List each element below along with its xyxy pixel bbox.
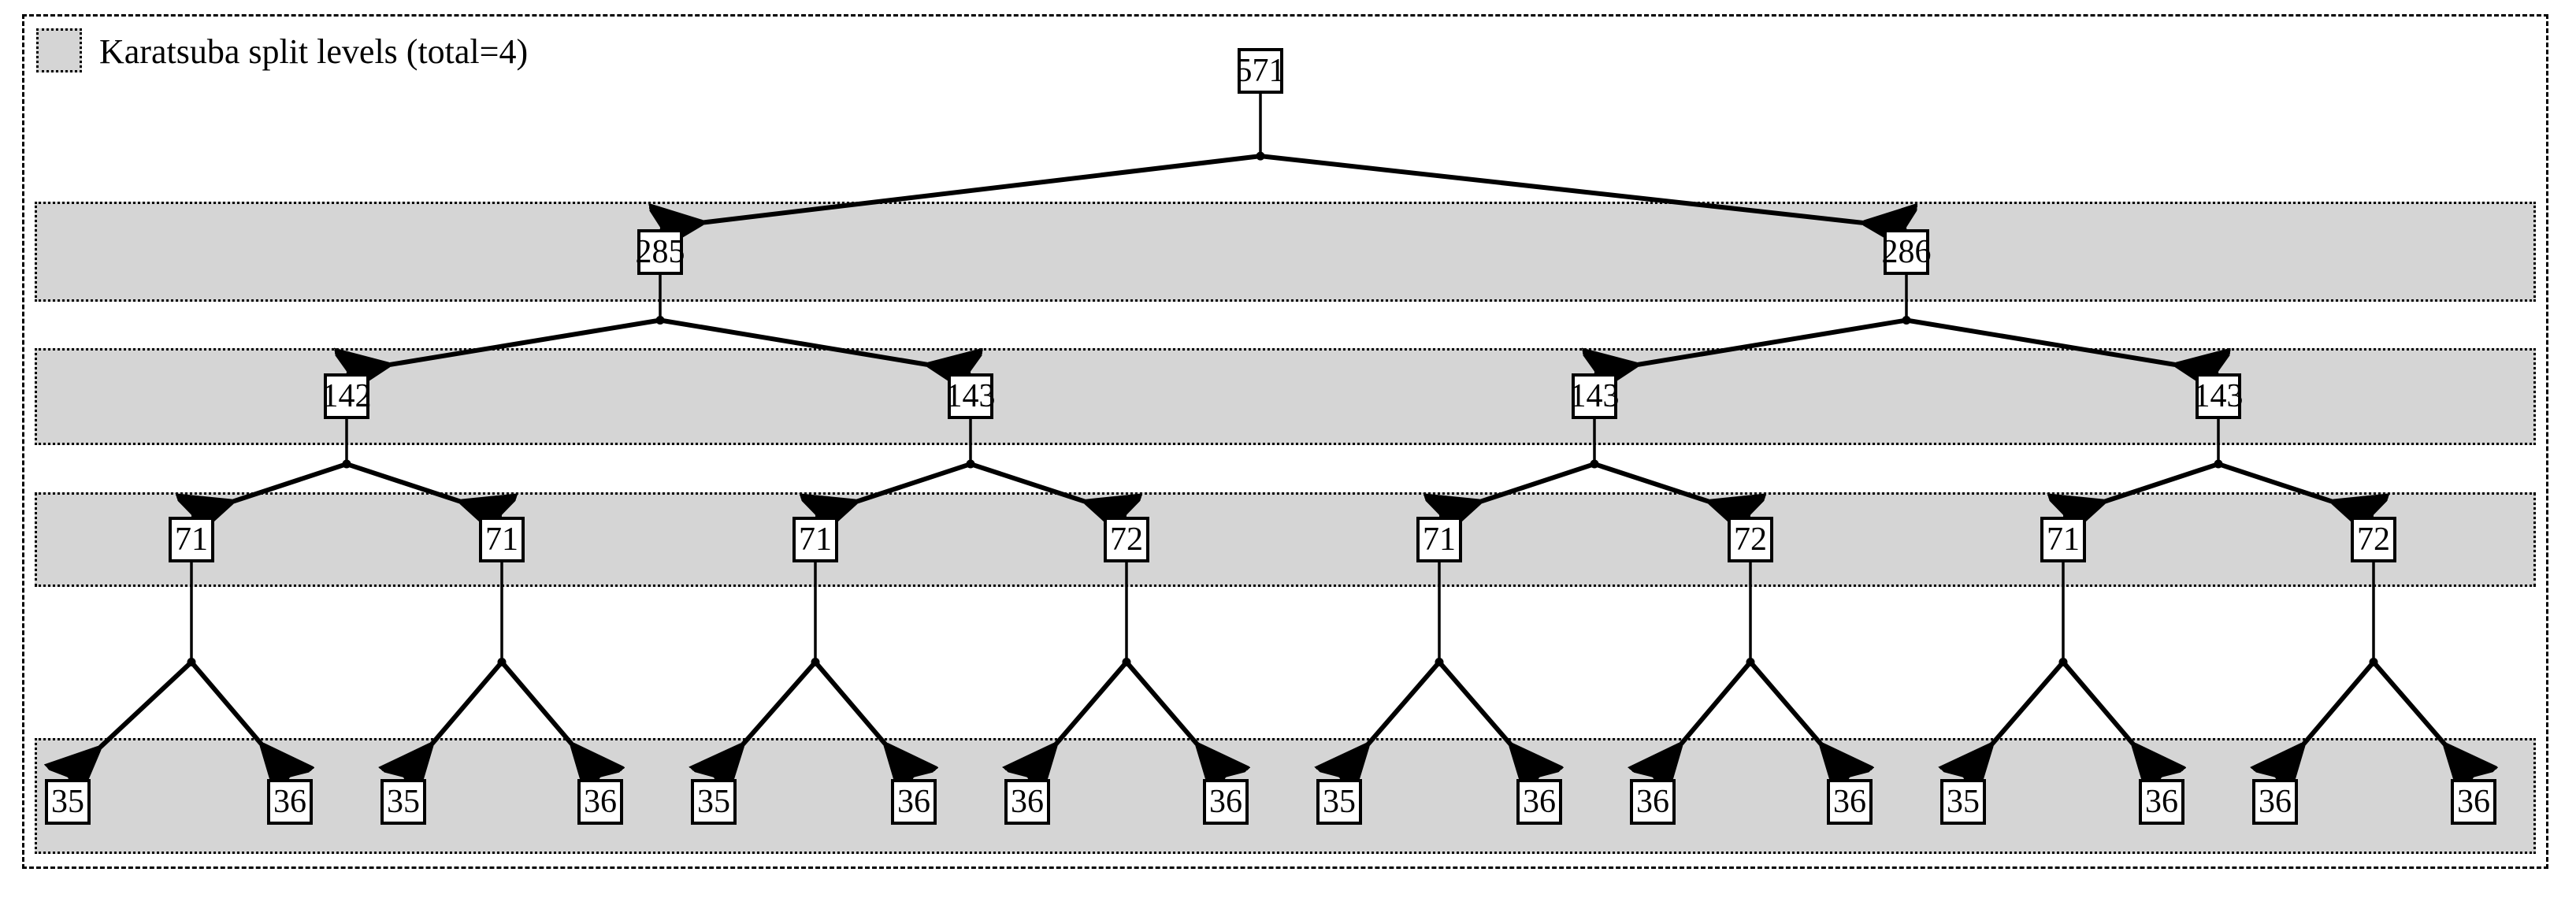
edge-root-branch-0 — [660, 154, 1261, 228]
tree-node-l4-11: 36 — [1827, 779, 1873, 825]
edge-l3-7-branch-1 — [2371, 660, 2474, 778]
edge-l3-3-branch-0 — [1027, 660, 1129, 778]
tree-node-l3-5: 72 — [1728, 517, 1773, 562]
edge-l3-4-branch-1 — [1437, 660, 1539, 778]
tree-node-l4-1: 36 — [267, 779, 313, 825]
tree-node-l2-2: 143 — [1570, 373, 1620, 419]
tree-node-l4-7: 36 — [1203, 779, 1249, 825]
tree-node-l2-1: 143 — [946, 373, 996, 419]
tree-node-l4-2: 35 — [380, 779, 426, 825]
diagram-outer-border — [22, 14, 2548, 869]
edge-l1-1-branch-1 — [1906, 317, 2218, 373]
edge-l1-1-branch-0 — [1594, 317, 1907, 373]
edge-l3-3-branch-1 — [1124, 660, 1226, 778]
tree-node-l4-5: 36 — [891, 779, 937, 825]
edge-l2-0-branch-1 — [346, 462, 502, 515]
tree-node-l3-6: 71 — [2040, 517, 2086, 562]
edge-l1-0-branch-0 — [347, 317, 661, 373]
edge-l2-1-branch-1 — [970, 462, 1127, 515]
tree-node-l4-0: 35 — [45, 779, 91, 825]
tree-node-l4-8: 35 — [1316, 779, 1362, 825]
legend-swatch-icon — [36, 28, 82, 72]
tree-node-l2-3: 143 — [2194, 373, 2244, 419]
edge-l3-6-branch-0 — [1963, 660, 2066, 778]
level-band-2 — [35, 348, 2536, 445]
edge-l2-3-branch-1 — [2218, 462, 2374, 515]
tree-node-l4-14: 36 — [2252, 779, 2298, 825]
tree-node-l3-2: 71 — [792, 517, 838, 562]
edge-l3-1-branch-1 — [499, 660, 600, 778]
edge-l3-2-branch-1 — [813, 660, 914, 778]
edge-l3-2-branch-0 — [714, 660, 818, 778]
tree-node-l2-0: 142 — [322, 373, 372, 419]
edge-l3-7-branch-0 — [2275, 660, 2376, 778]
tree-node-l4-3: 36 — [577, 779, 623, 825]
level-band-1 — [35, 202, 2536, 302]
edge-l3-4-branch-0 — [1339, 660, 1442, 778]
edge-l2-3-branch-0 — [2063, 462, 2219, 515]
tree-node-l1-0: 285 — [636, 229, 685, 275]
tree-node-l1-1: 286 — [1882, 229, 1932, 275]
edge-l2-2-branch-0 — [1439, 462, 1595, 515]
level-band-4 — [35, 738, 2536, 854]
edge-l3-1-branch-0 — [403, 660, 504, 778]
edge-l2-2-branch-1 — [1594, 462, 1750, 515]
tree-node-l3-0: 71 — [169, 517, 214, 562]
tree-node-l3-1: 71 — [479, 517, 525, 562]
edge-l1-0-branch-1 — [659, 317, 971, 373]
tree-node-root: 571 — [1236, 48, 1286, 94]
tree-node-l4-6: 36 — [1004, 779, 1050, 825]
edge-l2-1-branch-0 — [815, 462, 971, 515]
legend-label: Karatsuba split levels (total=4) — [99, 32, 529, 71]
edge-l3-0-branch-1 — [189, 660, 290, 778]
tree-node-l4-12: 35 — [1940, 779, 1986, 825]
edge-l3-6-branch-1 — [2061, 660, 2162, 778]
level-band-3 — [35, 492, 2536, 587]
edge-root-branch-1 — [1260, 154, 1906, 228]
tree-node-l4-13: 36 — [2139, 779, 2184, 825]
tree-node-l4-9: 36 — [1516, 779, 1562, 825]
tree-node-l4-4: 35 — [691, 779, 737, 825]
edge-l3-5-branch-1 — [1748, 660, 1850, 778]
tree-node-l4-15: 36 — [2451, 779, 2496, 825]
edge-l3-0-branch-0 — [68, 660, 194, 778]
tree-node-l4-10: 36 — [1630, 779, 1676, 825]
edge-l3-5-branch-0 — [1653, 660, 1753, 778]
tree-node-l3-4: 71 — [1416, 517, 1462, 562]
tree-node-l3-3: 72 — [1104, 517, 1149, 562]
tree-node-l3-7: 72 — [2351, 517, 2396, 562]
edge-l2-0-branch-0 — [191, 462, 347, 515]
